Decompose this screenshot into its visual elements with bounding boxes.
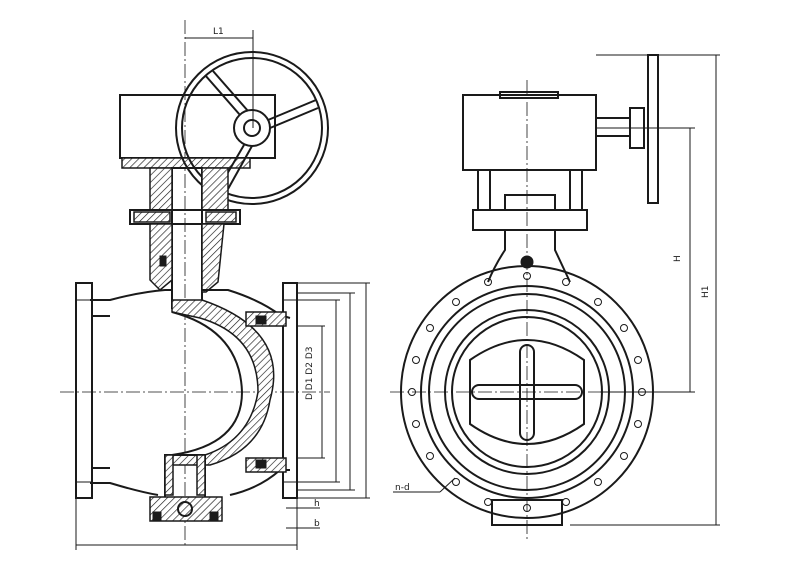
valve-stem: [171, 167, 203, 309]
ball-slot-horizontal: [471, 384, 583, 400]
gearbox-housing: [119, 94, 276, 159]
side-section-view: L1 D D1 D2 D3 h b: [60, 20, 370, 550]
input-shaft: [595, 117, 631, 137]
body-bottom-left: [90, 482, 159, 496]
lift-lug-hole: [520, 255, 534, 269]
bracket-left: [149, 167, 173, 211]
bolt-holes: [408, 272, 646, 512]
front-handwheel-edge: [647, 54, 659, 204]
ball-slot-vertical: [519, 344, 535, 441]
dim-label-diameters: D D1 D2 D3: [305, 347, 315, 400]
bolt-hole-label: n-d: [395, 483, 410, 493]
front-gearbox: [462, 94, 597, 171]
ball-face: [469, 339, 585, 445]
dim-label-b: b: [314, 519, 320, 529]
front-base-foot: [491, 499, 563, 526]
dim-label-H1: H1: [701, 286, 711, 299]
bracket-right: [201, 167, 229, 211]
diameter-dimensions: D D1 D2 D3 h b: [286, 282, 370, 529]
dim-label-L1: L1: [213, 27, 224, 37]
ball-bore-arc: [171, 311, 244, 456]
dim-label-H: H: [673, 255, 683, 262]
front-view: n-d H H1: [390, 54, 720, 540]
inlet-flange: [75, 282, 93, 499]
dim-label-h: h: [314, 499, 320, 509]
handwheel: [175, 51, 329, 205]
bonnet-flange: [129, 209, 241, 225]
front-bracket: [477, 169, 583, 211]
front-bonnet-flange: [472, 209, 588, 231]
outlet-flange: [282, 282, 298, 499]
body-top-left: [90, 289, 172, 301]
neck-right: [201, 223, 225, 293]
